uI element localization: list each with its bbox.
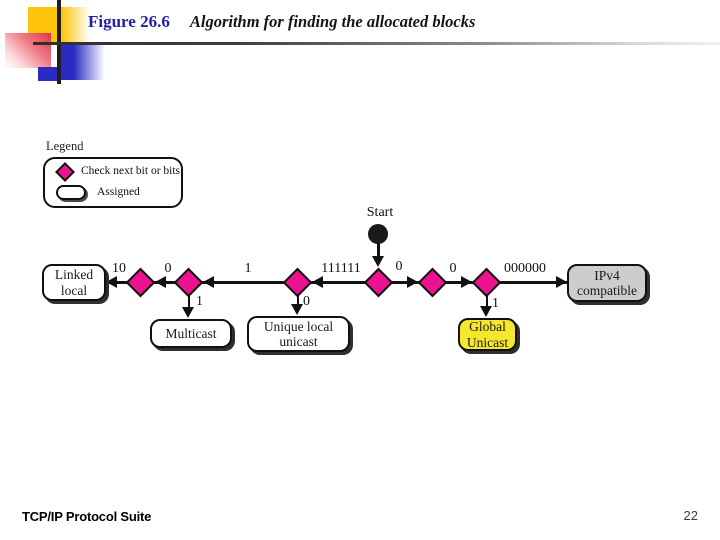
edge-label-1-global-unicast: 1 <box>492 296 499 311</box>
edge-label-1-multicast: 1 <box>196 294 203 309</box>
decoration-horizontal-rule <box>33 42 720 45</box>
node-linked-local: Linked local <box>42 264 106 301</box>
arrowhead-into-ipv4-icon <box>556 276 567 288</box>
arrowhead-into-diamond3-icon <box>312 276 323 288</box>
edge-label-0-unique-local: 0 <box>303 294 310 309</box>
figure-number: Figure 26.6 <box>88 12 170 31</box>
decision-diamond-3 <box>282 267 313 298</box>
figure-caption: Algorithm for finding the allocated bloc… <box>189 12 476 31</box>
slide-page-number: 22 <box>683 508 698 523</box>
legend-title: Legend <box>46 139 84 153</box>
node-global-unicast: Global Unicast <box>458 318 517 351</box>
branch-line-global-unicast <box>485 294 488 307</box>
arrowhead-into-diamond4-icon <box>407 276 418 288</box>
edge-label-0-right: 0 <box>449 261 457 276</box>
decoration-blue-square <box>60 45 105 80</box>
edge-label-0-left: 0 <box>164 261 172 276</box>
legend-assigned-icon <box>56 185 86 200</box>
arrowhead-into-diamond1-icon <box>155 276 166 288</box>
edge-label-10: 10 <box>112 261 126 276</box>
arrowhead-into-diamond5-icon <box>461 276 472 288</box>
decoration-blue-tab <box>38 67 60 81</box>
branch-line-multicast <box>187 294 190 308</box>
arrowhead-into-linked-local-icon <box>106 276 117 288</box>
start-label: Start <box>366 205 394 220</box>
main-flow-line <box>106 281 567 284</box>
decision-diamond-2 <box>173 267 204 298</box>
node-unique-local-unicast: Unique local unicast <box>247 316 350 352</box>
start-node <box>368 224 388 244</box>
edge-label-111111: 111111 <box>321 261 361 276</box>
arrowhead-into-unique-local-icon <box>291 304 303 315</box>
slide-title: Figure 26.6 Algorithm for finding the all… <box>88 12 475 32</box>
arrowhead-into-global-unicast-icon <box>480 306 492 317</box>
node-ipv4-compatible: IPv4 compatible <box>567 264 647 302</box>
decision-diamond-5 <box>471 267 502 298</box>
arrowhead-into-multicast-icon <box>182 307 194 318</box>
arrowhead-into-diamond2-icon <box>203 276 214 288</box>
branch-line-unique-local <box>296 294 299 305</box>
legend-check-label: Check next bit or bits <box>81 165 181 177</box>
edge-label-000000: 000000 <box>504 261 546 276</box>
edge-label-0-center-right: 0 <box>395 259 403 274</box>
start-connector <box>377 243 380 258</box>
footer-title: TCP/IP Protocol Suite <box>22 509 152 524</box>
decoration-red-square <box>5 33 51 68</box>
start-arrowhead-icon <box>371 256 384 267</box>
node-multicast: Multicast <box>150 319 232 348</box>
legend-assigned-label: Assigned <box>97 186 140 198</box>
edge-label-1-left: 1 <box>244 261 252 276</box>
